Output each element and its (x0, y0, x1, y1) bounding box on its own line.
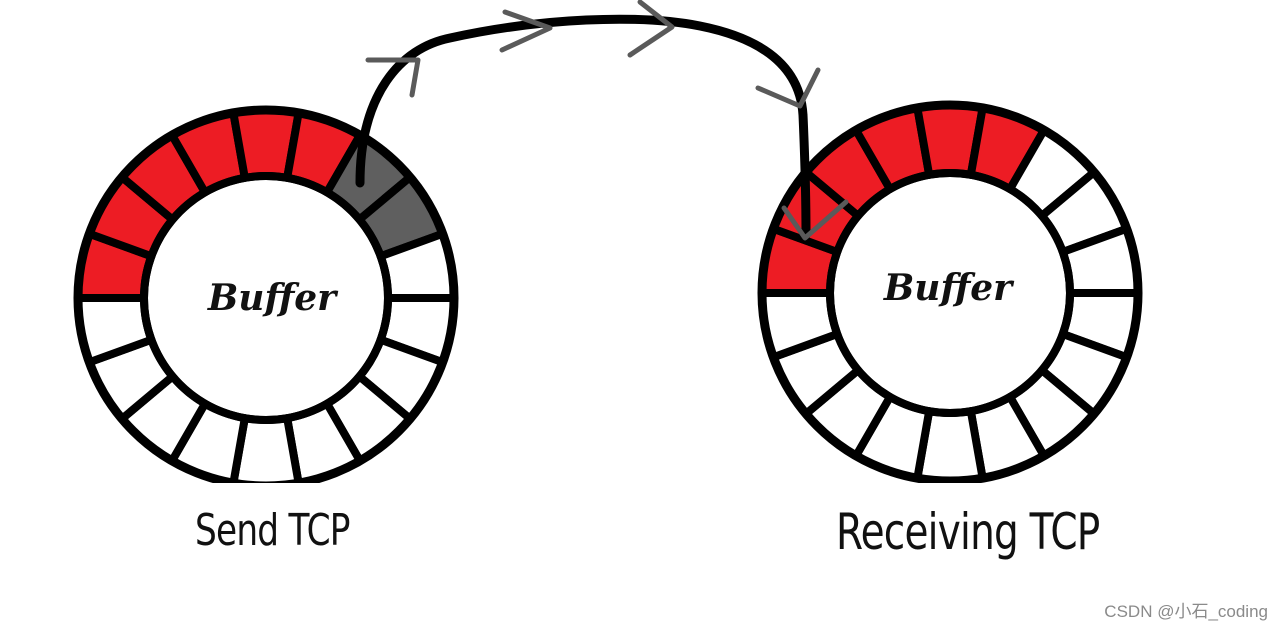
receive-buffer-label: Buffer (883, 267, 1015, 309)
receive-buffer-outer-outline (757, 100, 1143, 486)
send-buffer-ring (73, 105, 459, 491)
receive-buffer-ring (757, 100, 1143, 486)
receiving-tcp-caption: Receiving TCP (836, 503, 1100, 561)
arrow-chevron-icon (365, 0, 849, 241)
send-buffer-label: Buffer (207, 277, 339, 319)
csdn-watermark: CSDN @小石_coding (1104, 602, 1268, 621)
crop-band (0, 483, 1284, 628)
receive-buffer-inner-outline (826, 169, 1074, 417)
send-tcp-caption: Send TCP (195, 505, 351, 556)
send-buffer-inner-outline (140, 172, 392, 424)
